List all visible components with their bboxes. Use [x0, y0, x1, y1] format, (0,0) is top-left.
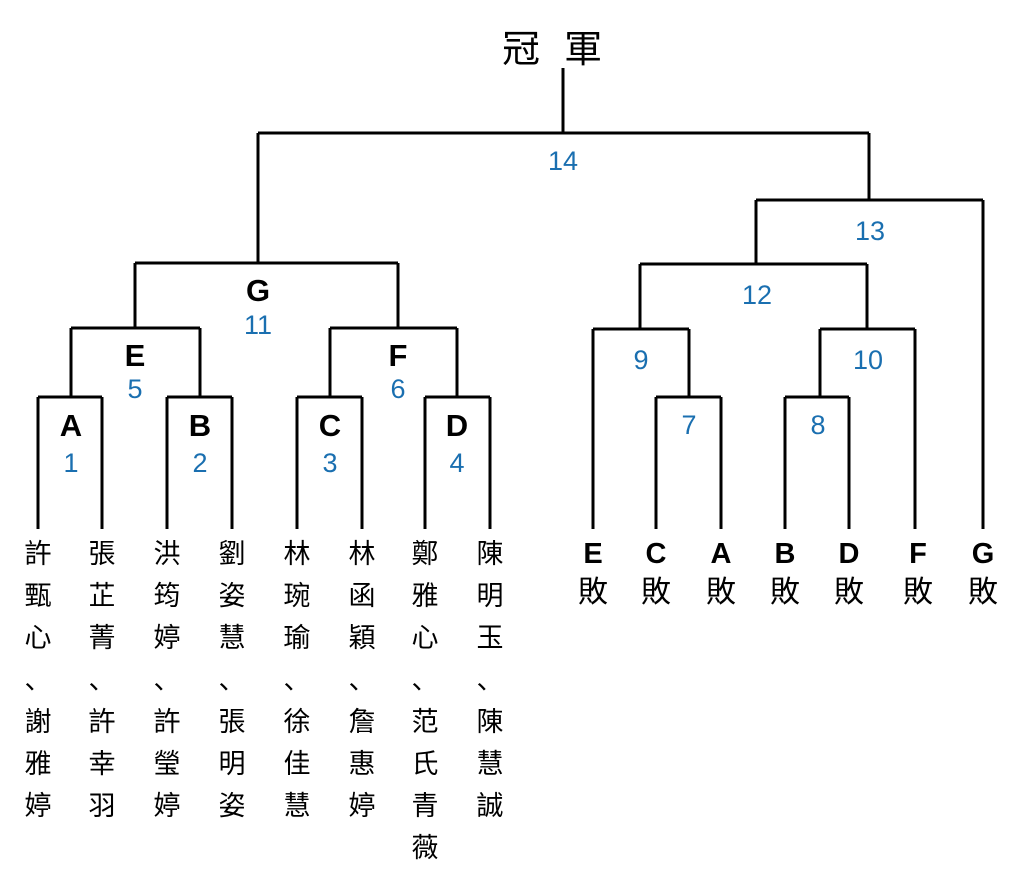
bracket-letter-b: B [188, 408, 212, 443]
eliminated-label: 敗 [834, 575, 864, 610]
bracket-letter-c: C [318, 408, 342, 443]
eliminated-c: C 敗 [634, 536, 678, 614]
eliminated-label: 敗 [968, 575, 998, 610]
bracket-letter-e: E [124, 338, 146, 373]
eliminated-g: G 敗 [961, 536, 1005, 614]
match-number-1: 1 [63, 448, 79, 478]
eliminated-label: 敗 [903, 575, 933, 610]
match-number-10: 10 [852, 345, 884, 375]
team-name: 林琬瑜、徐佳慧 [283, 539, 311, 822]
c-bracket [295, 328, 364, 529]
match-number-13: 13 [854, 216, 886, 246]
champion-title: 冠 軍 [502, 27, 609, 71]
match-number-9: 9 [633, 345, 649, 375]
eliminated-label: 敗 [578, 575, 608, 610]
bracket-letter-g: G [245, 273, 271, 308]
match-number-6: 6 [390, 374, 406, 404]
match7-bracket [654, 329, 723, 529]
match9-bracket [591, 264, 689, 529]
eliminated-letter: B [774, 538, 796, 570]
a-bracket [36, 328, 104, 529]
match-number-5: 5 [127, 374, 143, 404]
match-number-14: 14 [547, 146, 579, 176]
match12-bracket [640, 200, 867, 266]
eliminated-letter: G [971, 538, 995, 570]
match8-bracket [783, 329, 851, 529]
team-name: 張芷菁、許幸羽 [88, 539, 116, 822]
eliminated-label: 敗 [706, 575, 736, 610]
bracket-letter-f: F [388, 338, 408, 373]
match-number-4: 4 [449, 448, 465, 478]
eliminated-label: 敗 [641, 575, 671, 610]
b-bracket [165, 328, 234, 529]
eliminated-letter: E [583, 538, 603, 570]
eliminated-b: B 敗 [763, 536, 807, 614]
team-name: 林函穎、詹惠婷 [348, 539, 376, 822]
team-name: 陳明玉、陳慧誠 [476, 539, 504, 822]
match-number-3: 3 [322, 448, 338, 478]
eliminated-letter: C [645, 538, 667, 570]
match10-bracket [820, 264, 917, 529]
eliminated-letter: A [710, 538, 732, 570]
match-number-8: 8 [810, 410, 826, 440]
bracket-letter-a: A [59, 408, 83, 443]
eliminated-letter: F [909, 538, 927, 570]
team-name: 劉姿慧、張明姿 [218, 539, 246, 822]
eliminated-a: A 敗 [699, 536, 743, 614]
team-name: 許甄心、謝雅婷 [24, 539, 52, 822]
team-name: 鄭雅心、范氏青薇 [411, 539, 439, 864]
d-bracket [423, 328, 492, 529]
match13-bracket [756, 133, 985, 529]
eliminated-f: F 敗 [896, 536, 940, 614]
match-number-7: 7 [681, 410, 697, 440]
team-name: 洪筠婷、許瑩婷 [153, 539, 181, 822]
match-number-11: 11 [243, 310, 273, 340]
eliminated-d: D 敗 [827, 536, 871, 614]
bracket-letter-d: D [445, 408, 469, 443]
match-number-12: 12 [741, 280, 773, 310]
match-number-2: 2 [192, 448, 208, 478]
eliminated-label: 敗 [770, 575, 800, 610]
eliminated-e: E 敗 [571, 536, 615, 614]
eliminated-letter: D [838, 538, 860, 570]
